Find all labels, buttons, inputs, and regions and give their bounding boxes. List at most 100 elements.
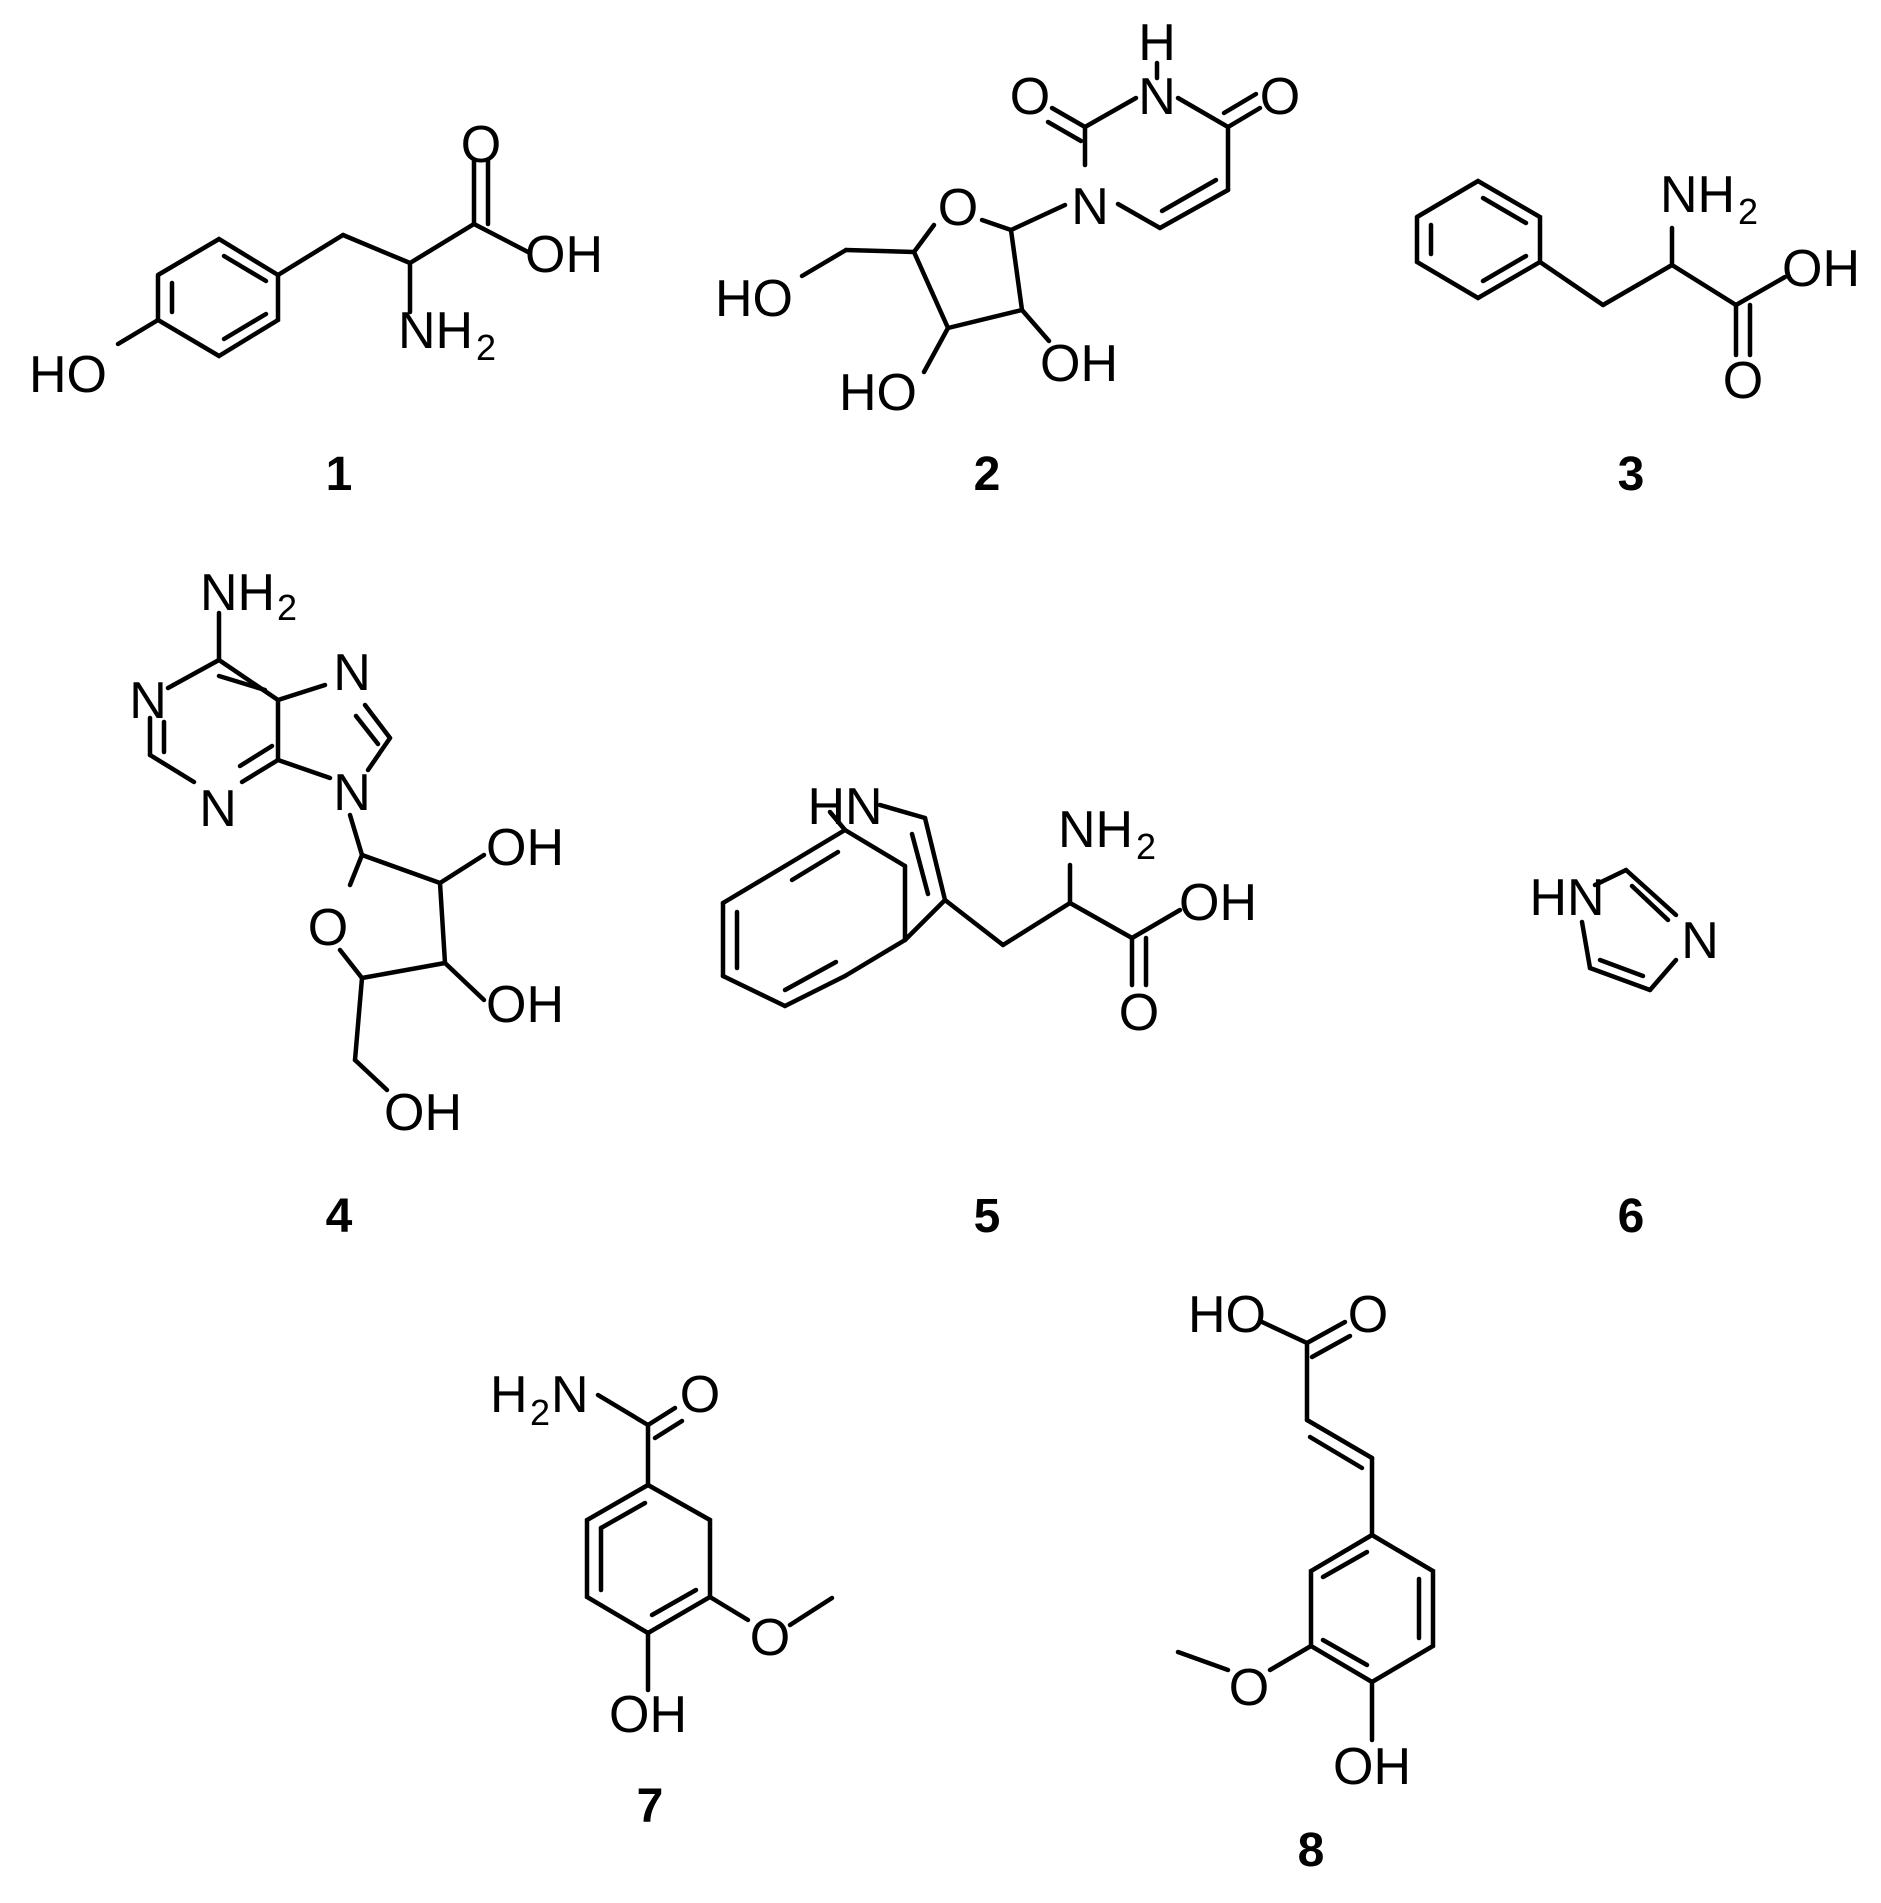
nitrogen-label: N — [129, 672, 167, 730]
bond-line — [720, 863, 788, 906]
bond-line — [909, 831, 931, 897]
bond-line — [787, 1595, 835, 1628]
bond-line — [911, 249, 951, 331]
compound-number: 3 — [1618, 448, 1645, 501]
amide-subscript: 2 — [530, 1392, 550, 1433]
bond-line — [275, 682, 328, 703]
compound-number: 4 — [326, 1190, 353, 1243]
bond-line — [1221, 91, 1259, 116]
oxygen-label: O — [1723, 352, 1763, 410]
bond-line — [1008, 202, 1068, 233]
benzene-ring — [1308, 1532, 1436, 1685]
bond-line — [1157, 187, 1231, 231]
bond-line — [340, 232, 413, 266]
bond-line — [1129, 907, 1183, 941]
amide-nitrogen-label: N — [551, 1366, 589, 1424]
nitrogen-label: N — [333, 644, 371, 702]
benzene-ring — [584, 1482, 713, 1636]
compound-number: 5 — [974, 1190, 1001, 1243]
oxygen-label: O — [1119, 984, 1159, 1042]
hydroxyl-label: OH — [1333, 1738, 1411, 1796]
bond-line — [437, 880, 448, 966]
bond-line — [799, 247, 849, 279]
bond-line — [1733, 274, 1788, 308]
bond-line — [1067, 900, 1135, 941]
compound-3: NH 2 OH O 3 — [1414, 166, 1860, 501]
carbonyl-oxygen-label: O — [680, 1366, 720, 1424]
bond-line — [595, 1392, 651, 1428]
bond-line — [1307, 1434, 1365, 1471]
bond-line — [365, 735, 393, 773]
carbonyl-oxygen-label: O — [1348, 1286, 1388, 1344]
bond-line — [842, 827, 908, 869]
bond-line — [645, 1405, 678, 1428]
nitrogen-label: N — [333, 764, 371, 822]
bond-line — [1537, 259, 1606, 308]
bond-line — [115, 317, 161, 347]
compound-number: 7 — [637, 1780, 664, 1833]
bond-line — [782, 959, 839, 993]
bond-line — [782, 827, 848, 869]
amide-h-label: H — [490, 1366, 528, 1424]
bond-line — [1045, 119, 1084, 144]
bond-line — [442, 960, 487, 1003]
bond-line — [598, 1500, 648, 1531]
oxygen-label: O — [1010, 68, 1050, 126]
benzene-ring — [1414, 178, 1543, 301]
bond-line — [911, 222, 937, 255]
compound-8-bonds — [1175, 1319, 1436, 1743]
bond-line — [275, 757, 333, 781]
compound-7-bonds — [584, 1392, 835, 1693]
compound-6: HN N 6 — [1529, 867, 1719, 1243]
bond-line — [239, 757, 281, 785]
bond-line — [945, 307, 1025, 331]
bond-line — [1259, 1319, 1310, 1346]
bond-line — [1623, 867, 1679, 918]
compound-6-bonds — [1579, 867, 1679, 993]
compound-number: 6 — [1618, 1190, 1645, 1243]
bond-line — [1597, 957, 1646, 979]
bond-line — [1049, 105, 1088, 130]
bond-line — [1592, 867, 1629, 888]
bond-line — [275, 232, 346, 278]
bond-line — [1082, 95, 1139, 130]
bond-line — [1587, 965, 1653, 993]
bond-line — [221, 311, 269, 342]
compound-1-bonds — [115, 157, 531, 359]
indole-nh-label: HN — [807, 778, 882, 836]
hydroxyl-label: OH — [1179, 874, 1257, 932]
bond-line — [352, 1057, 390, 1093]
bond-line — [782, 973, 848, 1009]
nitrogen-label: N — [1071, 178, 1109, 236]
bond-line — [362, 702, 393, 741]
hydroxyl-label: OH — [525, 226, 603, 284]
bond-line — [942, 897, 1006, 948]
bond-line — [353, 713, 381, 747]
bond-line — [471, 221, 531, 255]
bond-line — [352, 975, 365, 1063]
bond-line — [1600, 262, 1675, 308]
nitrogen-label: N — [199, 780, 237, 838]
hydrogen-label: H — [1138, 14, 1176, 72]
bond-line — [1115, 201, 1163, 231]
hydroxyl-label: OH — [609, 1686, 687, 1744]
bond-line — [922, 815, 948, 903]
bond-line — [902, 897, 948, 943]
bond-line — [1175, 95, 1231, 130]
benzene-ring — [155, 236, 281, 359]
hydroxyl-label: OH — [1782, 240, 1860, 298]
compound-number: 2 — [974, 448, 1001, 501]
compound-4-bonds — [147, 610, 487, 1093]
amino-subscript: 2 — [1136, 826, 1156, 867]
hydroxyl-label: HO — [1188, 1286, 1266, 1344]
bond-line — [1175, 1649, 1231, 1673]
bond-line — [649, 1587, 699, 1618]
hydroxyl-label: OH — [486, 819, 564, 877]
bond-line — [827, 809, 848, 833]
bond-line — [347, 852, 365, 888]
bond-line — [1647, 957, 1679, 993]
bond-line — [359, 852, 443, 886]
bond-line — [1267, 1643, 1314, 1673]
bond-line — [1480, 195, 1529, 226]
